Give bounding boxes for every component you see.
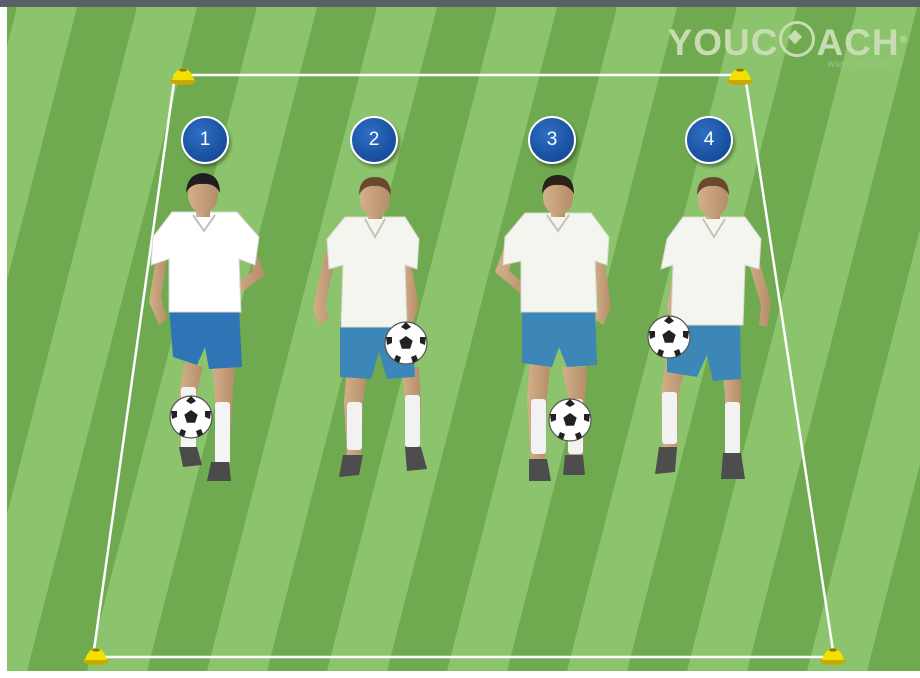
logo-trademark: ® [900,35,908,46]
pitch-stripes [7,7,920,671]
soccer-ball-icon [648,316,690,358]
player-4-badge: 4 [685,116,733,164]
logo-ball-icon [779,21,815,57]
player-3-badge: 3 [528,116,576,164]
player-2-badge: 2 [350,116,398,164]
top-bar [0,0,920,7]
soccer-ball-icon [170,396,212,438]
player-1-badge: 1 [181,116,229,164]
soccer-ball-icon [549,399,591,441]
soccer-ball-icon [385,322,427,364]
bottom-bar [0,671,920,678]
pitch-svg [7,7,920,671]
